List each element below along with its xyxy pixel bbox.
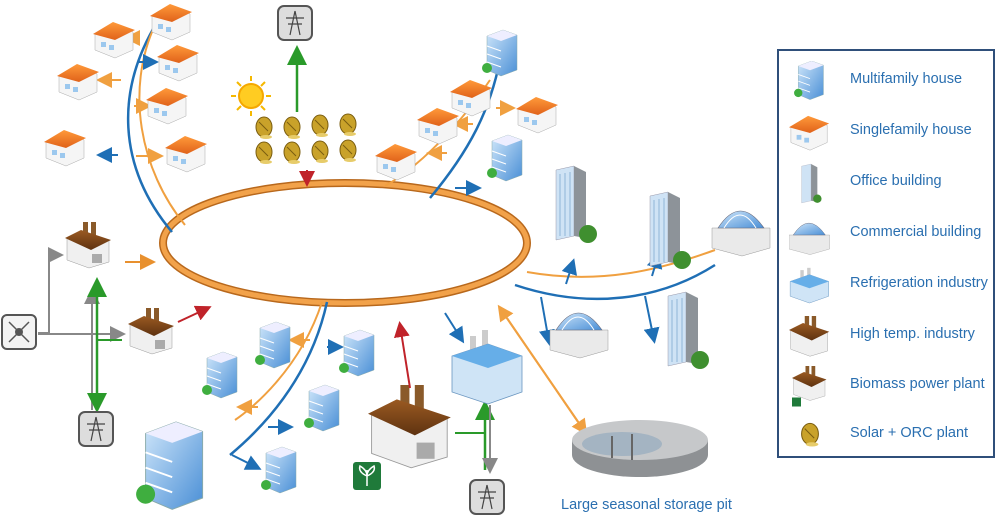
- solar-orc-plant-icon: [801, 422, 819, 447]
- legend-item-high-temp-industry: High temp. industry: [779, 312, 993, 362]
- biomass-leaf-icon: [353, 462, 381, 490]
- legend-label: Multifamily house: [850, 71, 963, 87]
- legend-item-refrigeration-industry: Refrigeration industry: [779, 261, 993, 311]
- legend-label: Biomass power plant: [850, 376, 985, 392]
- legend-label: Commercial building: [850, 224, 982, 240]
- office-building-icon: [801, 163, 822, 204]
- commercial-building-icon: [789, 222, 830, 255]
- refrigeration-industry: [451, 330, 523, 405]
- methane-icon: [1, 314, 37, 350]
- singlefamily-house: [149, 3, 193, 41]
- high-temp-industry-icon: [789, 316, 830, 357]
- sun-icon: [231, 76, 271, 116]
- legend-item-office-building: Office building: [779, 159, 993, 209]
- legend-item-biomass-power-plant: Biomass power plant: [779, 362, 993, 412]
- legend-label: Solar + ORC plant: [850, 425, 969, 441]
- legend-item-solar-orc-plant: Solar + ORC plant: [779, 411, 993, 461]
- legend-item-multifamily-house: Multifamily house: [779, 57, 993, 107]
- storage-pit-label: Large seasonal storage pit: [561, 497, 732, 513]
- legend-item-commercial-building: Commercial building: [779, 210, 993, 260]
- legend-label: Refrigeration industry: [850, 275, 988, 291]
- legend-label: Office building: [850, 173, 942, 189]
- singlefamily-house-icon: [789, 115, 830, 151]
- storage-pit-icon: [572, 420, 708, 477]
- multifamily-house-icon: [794, 61, 824, 100]
- supply-line-top-left: [126, 9, 173, 233]
- return-line-top-left: [138, 24, 186, 226]
- legend-item-singlefamily-house: Singlefamily house: [779, 108, 993, 158]
- legend: Multifamily house Singlefamily house Off…: [777, 49, 995, 458]
- refrigeration-industry-icon: [789, 267, 829, 304]
- legend-label: Singlefamily house: [850, 122, 972, 138]
- legend-label: High temp. industry: [850, 326, 975, 342]
- biomass-power-plant-icon: [792, 366, 827, 407]
